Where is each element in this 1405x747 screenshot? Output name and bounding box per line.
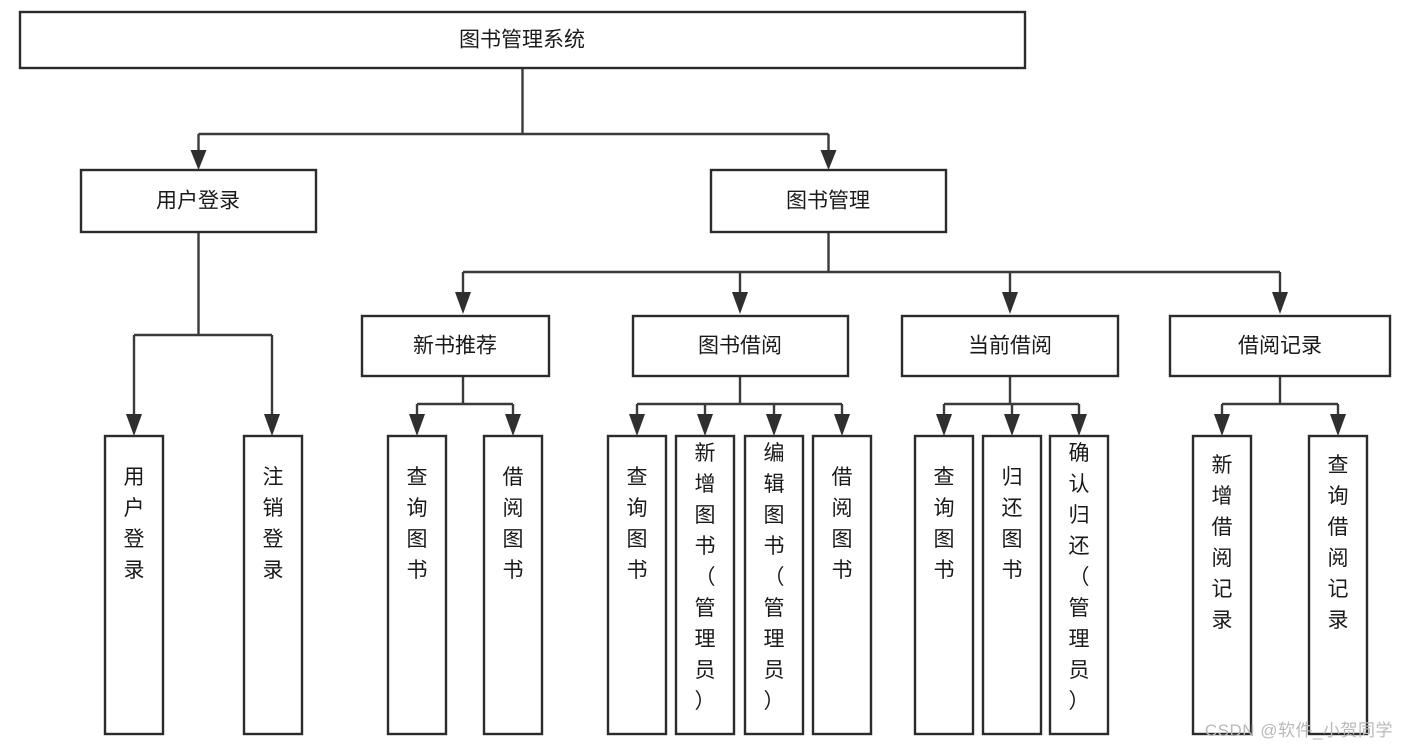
arrow-head-leaf-borrow-book-2	[834, 414, 850, 436]
leaf-node-borrow-book-1[interactable]: 借阅图书	[482, 434, 544, 736]
leaf-logout-login-box[interactable]	[242, 434, 304, 736]
leaf-query-book-2-label: 查询图书	[627, 466, 648, 582]
arrow-head-leaf-query-book-2	[629, 414, 645, 436]
leaf-query-book-1-box[interactable]	[386, 434, 448, 736]
leaf-add-record-box[interactable]	[1191, 434, 1253, 736]
leaf-user-login-box[interactable]	[103, 434, 165, 736]
leaf-query-record-box[interactable]	[1307, 434, 1369, 736]
arrow-head-current-borrow	[1002, 292, 1018, 314]
leaf-node-add-record[interactable]: 新增借阅记录	[1191, 434, 1253, 736]
watermark-label: CSDN @软件_小贺同学	[1204, 721, 1393, 740]
leaf-node-user-login[interactable]: 用户登录	[103, 434, 165, 736]
connector-group-book-management	[455, 232, 1288, 314]
arrow-head-leaf-borrow-book-1	[505, 414, 521, 436]
node-user-login[interactable]: 用户登录	[79, 168, 318, 234]
node-book-borrow-box[interactable]	[631, 314, 850, 378]
connector-group-new-book-recommend	[409, 376, 521, 436]
connector-group-book-borrow	[629, 376, 850, 436]
leaf-borrow-book-1-box[interactable]	[482, 434, 544, 736]
node-book-management[interactable]: 图书管理	[709, 168, 948, 234]
arrow-head-leaf-query-book-1	[409, 414, 425, 436]
leaf-node-edit-book[interactable]: 编辑图书（管理员）	[743, 434, 805, 736]
leaf-node-add-book[interactable]: 新增图书（管理员）	[674, 434, 736, 736]
leaf-edit-book-label: 编辑图书（管理员）	[764, 442, 785, 713]
leaf-node-query-book-2[interactable]: 查询图书	[606, 434, 668, 736]
leaf-node-return-book[interactable]: 归还图书	[981, 434, 1043, 736]
arrow-head-user-login	[190, 150, 207, 170]
leaf-node-confirm-return[interactable]: 确认归还（管理员）	[1048, 434, 1110, 736]
connector-group-borrow-record	[1214, 376, 1346, 436]
node-book-borrow-label: 图书借阅	[698, 335, 782, 358]
leaf-query-record-label: 查询借阅记录	[1328, 454, 1349, 632]
leaf-user-login-label: 用户登录	[124, 466, 145, 582]
leaf-confirm-return-box[interactable]	[1048, 434, 1110, 736]
leaf-add-book-box[interactable]	[674, 434, 736, 736]
leaf-node-query-record[interactable]: 查询借阅记录	[1307, 434, 1369, 736]
node-root[interactable]: 图书管理系统	[18, 10, 1027, 70]
leaf-edit-book-box[interactable]	[743, 434, 805, 736]
node-borrow-record[interactable]: 借阅记录	[1168, 314, 1392, 378]
leaf-borrow-book-1-label: 借阅图书	[503, 466, 524, 582]
leaf-return-book-box[interactable]	[981, 434, 1043, 736]
connector-group-user-login	[126, 232, 280, 436]
arrow-head-leaf-confirm-return	[1071, 414, 1087, 436]
leaf-query-book-1-label: 查询图书	[407, 466, 428, 582]
connector-group-current-borrow	[936, 376, 1087, 436]
node-current-borrow[interactable]: 当前借阅	[900, 314, 1120, 378]
arrow-head-borrow-record	[1272, 292, 1288, 314]
arrow-head-leaf-add-book	[697, 414, 713, 436]
node-new-book-recommend-box[interactable]	[360, 314, 551, 378]
arrow-head-leaf-add-record	[1214, 414, 1230, 436]
leaf-query-book-2-box[interactable]	[606, 434, 668, 736]
node-current-borrow-label: 当前借阅	[968, 335, 1052, 358]
leaf-node-query-book-3[interactable]: 查询图书	[913, 434, 975, 736]
leaf-node-borrow-book-2[interactable]: 借阅图书	[811, 434, 873, 736]
leaf-logout-login-label: 注销登录	[263, 466, 284, 582]
node-root-label: 图书管理系统	[459, 29, 585, 52]
node-new-book-recommend[interactable]: 新书推荐	[360, 314, 551, 378]
arrow-head-leaf-user-login	[126, 414, 142, 436]
arrow-head-leaf-edit-book	[766, 414, 782, 436]
leaf-add-record-label: 新增借阅记录	[1212, 454, 1233, 632]
leaf-borrow-book-2-label: 借阅图书	[832, 466, 853, 582]
node-user-login-label: 用户登录	[156, 190, 240, 213]
arrow-head-leaf-query-record	[1330, 414, 1346, 436]
node-book-management-box[interactable]	[709, 168, 948, 234]
node-book-management-label: 图书管理	[786, 190, 870, 213]
leaf-query-book-3-box[interactable]	[913, 434, 975, 736]
leaf-borrow-book-2-box[interactable]	[811, 434, 873, 736]
arrow-head-book-borrow	[732, 292, 748, 314]
node-book-borrow[interactable]: 图书借阅	[631, 314, 850, 378]
arrow-head-book-management	[820, 150, 837, 170]
node-user-login-box[interactable]	[79, 168, 318, 234]
leaf-add-book-label: 新增图书（管理员）	[695, 442, 716, 713]
leaf-node-logout-login[interactable]: 注销登录	[242, 434, 304, 736]
node-new-book-recommend-label: 新书推荐	[413, 335, 497, 358]
leaf-node-query-book-1[interactable]: 查询图书	[386, 434, 448, 736]
arrow-head-leaf-query-book-3	[936, 414, 952, 436]
leaf-confirm-return-label: 确认归还（管理员）	[1069, 442, 1090, 713]
node-root-box[interactable]	[18, 10, 1027, 70]
arrow-head-new-book-recommend	[455, 292, 471, 314]
connector-group-root	[190, 68, 837, 170]
node-borrow-record-label: 借阅记录	[1238, 335, 1322, 358]
arrow-head-leaf-logout-login	[264, 414, 280, 436]
leaf-query-book-3-label: 查询图书	[934, 466, 955, 582]
leaf-return-book-label: 归还图书	[1002, 466, 1023, 582]
arrow-head-leaf-return-book	[1004, 414, 1020, 436]
node-borrow-record-box[interactable]	[1168, 314, 1392, 378]
node-current-borrow-box[interactable]	[900, 314, 1120, 378]
